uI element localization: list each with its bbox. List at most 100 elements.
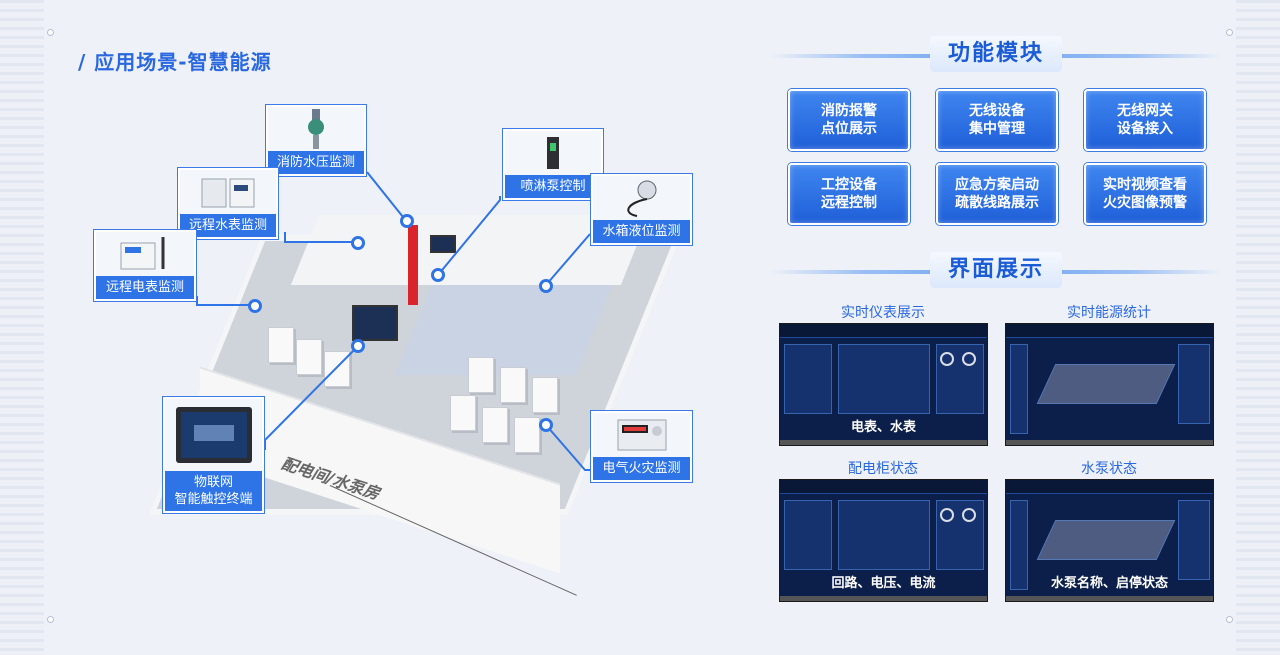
level-gauge-icon (593, 176, 690, 220)
shot-frame-foot (1006, 596, 1213, 601)
func-emergency-plan-button[interactable]: 应急方案启动 疏散线路展示 (936, 163, 1058, 225)
callout-label: 消防水压监测 (268, 151, 364, 174)
corner-dot (47, 29, 54, 36)
func-line1: 无线设备 (969, 103, 1025, 119)
gauge-icon (962, 352, 976, 366)
touch-terminal-icon (165, 399, 262, 471)
func-line2: 火灾图像预警 (1103, 195, 1187, 211)
callout-label: 电气火灾监测 (593, 457, 690, 480)
power-meter-icon (96, 232, 194, 276)
pin-fire[interactable] (539, 418, 553, 432)
callout-terminal[interactable]: 物联网 智能触控终端 (163, 397, 264, 513)
func-line1: 无线网关 (1117, 103, 1173, 119)
pin-power-meter[interactable] (248, 299, 262, 313)
func-line1: 应急方案启动 (955, 177, 1039, 193)
shot-title: 水泵状态 (1081, 461, 1137, 477)
shot-3d-model (1036, 364, 1176, 404)
callout-label: 远程电表监测 (96, 276, 194, 299)
pin-pressure[interactable] (400, 214, 414, 228)
shot-title: 实时仪表展示 (841, 305, 925, 321)
right-edge-pattern (1236, 0, 1280, 655)
shot-panel (1178, 344, 1210, 424)
page-title: / 应用场景-智慧能源 (78, 50, 272, 74)
shot-frame-foot (1006, 440, 1213, 445)
func-line1: 实时视频查看 (1103, 177, 1187, 193)
corner-dot (1226, 616, 1233, 623)
func-line2: 点位展示 (821, 121, 877, 137)
func-industrial-control-button[interactable]: 工控设备 远程控制 (788, 163, 910, 225)
cabinet (468, 357, 494, 393)
shot-sidebar (1010, 500, 1028, 590)
cabinet (324, 351, 350, 387)
gauge-icon (940, 352, 954, 366)
shot-topbar (780, 324, 987, 338)
cabinet (268, 327, 294, 363)
func-line2: 疏散线路展示 (955, 195, 1039, 211)
callout-label: 物联网 智能触控终端 (165, 471, 262, 511)
func-fire-alarm-button[interactable]: 消防报警 点位展示 (788, 89, 910, 151)
shot-panel (1178, 500, 1210, 580)
shot-energy-3d[interactable] (1005, 323, 1214, 446)
func-line2: 集中管理 (969, 121, 1025, 137)
display-header: 界面展示 (770, 252, 1222, 292)
pin-tank[interactable] (539, 279, 553, 293)
pin-terminal[interactable] (351, 339, 365, 353)
gauge-icon (962, 508, 976, 522)
func-video-alert-button[interactable]: 实时视频查看 火灾图像预警 (1084, 163, 1206, 225)
pressure-sensor-icon (268, 107, 364, 151)
callout-label: 水箱液位监测 (593, 220, 690, 243)
func-wireless-devices-button[interactable]: 无线设备 集中管理 (936, 89, 1058, 151)
shot-caption: 回路、电压、电流 (831, 576, 936, 591)
cabinet (514, 417, 540, 453)
functions-header: 功能模块 (770, 36, 1222, 76)
shot-meter-dashboard[interactable]: 电表、水表 (779, 323, 988, 446)
shot-panel (838, 500, 930, 570)
cabinet (482, 407, 508, 443)
callout-water-meter[interactable]: 远程水表监测 (178, 168, 278, 239)
functions-title: 功能模块 (930, 36, 1062, 72)
callout-label: 喷淋泵控制 (505, 175, 601, 198)
callout-power-meter[interactable]: 远程电表监测 (94, 230, 196, 301)
water-meter-icon (180, 170, 276, 214)
func-line2: 设备接入 (1117, 121, 1173, 137)
left-edge-pattern (0, 0, 44, 655)
callout-label: 远程水表监测 (180, 214, 276, 237)
shot-topbar (1006, 480, 1213, 494)
func-line2: 远程控制 (821, 195, 877, 211)
callout-spray[interactable]: 喷淋泵控制 (503, 129, 603, 200)
shot-panel (936, 500, 984, 570)
callout-pressure[interactable]: 消防水压监测 (266, 105, 366, 176)
shot-panel (784, 344, 832, 414)
shot-caption: 电表、水表 (850, 420, 916, 435)
shot-caption: 水泵名称、启停状态 (1050, 576, 1168, 591)
shot-topbar (780, 480, 987, 494)
corner-dot (1226, 29, 1233, 36)
cabinet (532, 377, 558, 413)
func-wireless-gateway-button[interactable]: 无线网关 设备接入 (1084, 89, 1206, 151)
shot-frame-foot (780, 596, 987, 601)
corner-dot (47, 616, 54, 623)
fire-monitor-icon (593, 413, 690, 457)
func-line1: 消防报警 (821, 103, 877, 119)
shot-frame-foot (780, 440, 987, 445)
wall-screen-small (430, 235, 456, 253)
shot-title: 配电柜状态 (848, 461, 918, 477)
shot-cabinet-dashboard[interactable]: 回路、电压、电流 (779, 479, 988, 602)
func-line1: 工控设备 (821, 177, 877, 193)
pin-water-meter[interactable] (351, 236, 365, 250)
cabinet (500, 367, 526, 403)
cabinet (296, 339, 322, 375)
shot-panel (784, 500, 832, 570)
spray-pump-icon (505, 131, 601, 175)
shot-topbar (1006, 324, 1213, 338)
shot-pump-3d[interactable]: 水泵名称、启停状态 (1005, 479, 1214, 602)
shot-panel (838, 344, 930, 414)
cabinet (450, 395, 476, 431)
pin-spray[interactable] (431, 268, 445, 282)
display-title: 界面展示 (930, 252, 1062, 288)
callout-fire[interactable]: 电气火灾监测 (591, 411, 692, 482)
red-pipe (408, 225, 418, 305)
shot-3d-model (1036, 520, 1176, 560)
callout-tank[interactable]: 水箱液位监测 (591, 174, 692, 245)
shot-title: 实时能源统计 (1067, 305, 1151, 321)
